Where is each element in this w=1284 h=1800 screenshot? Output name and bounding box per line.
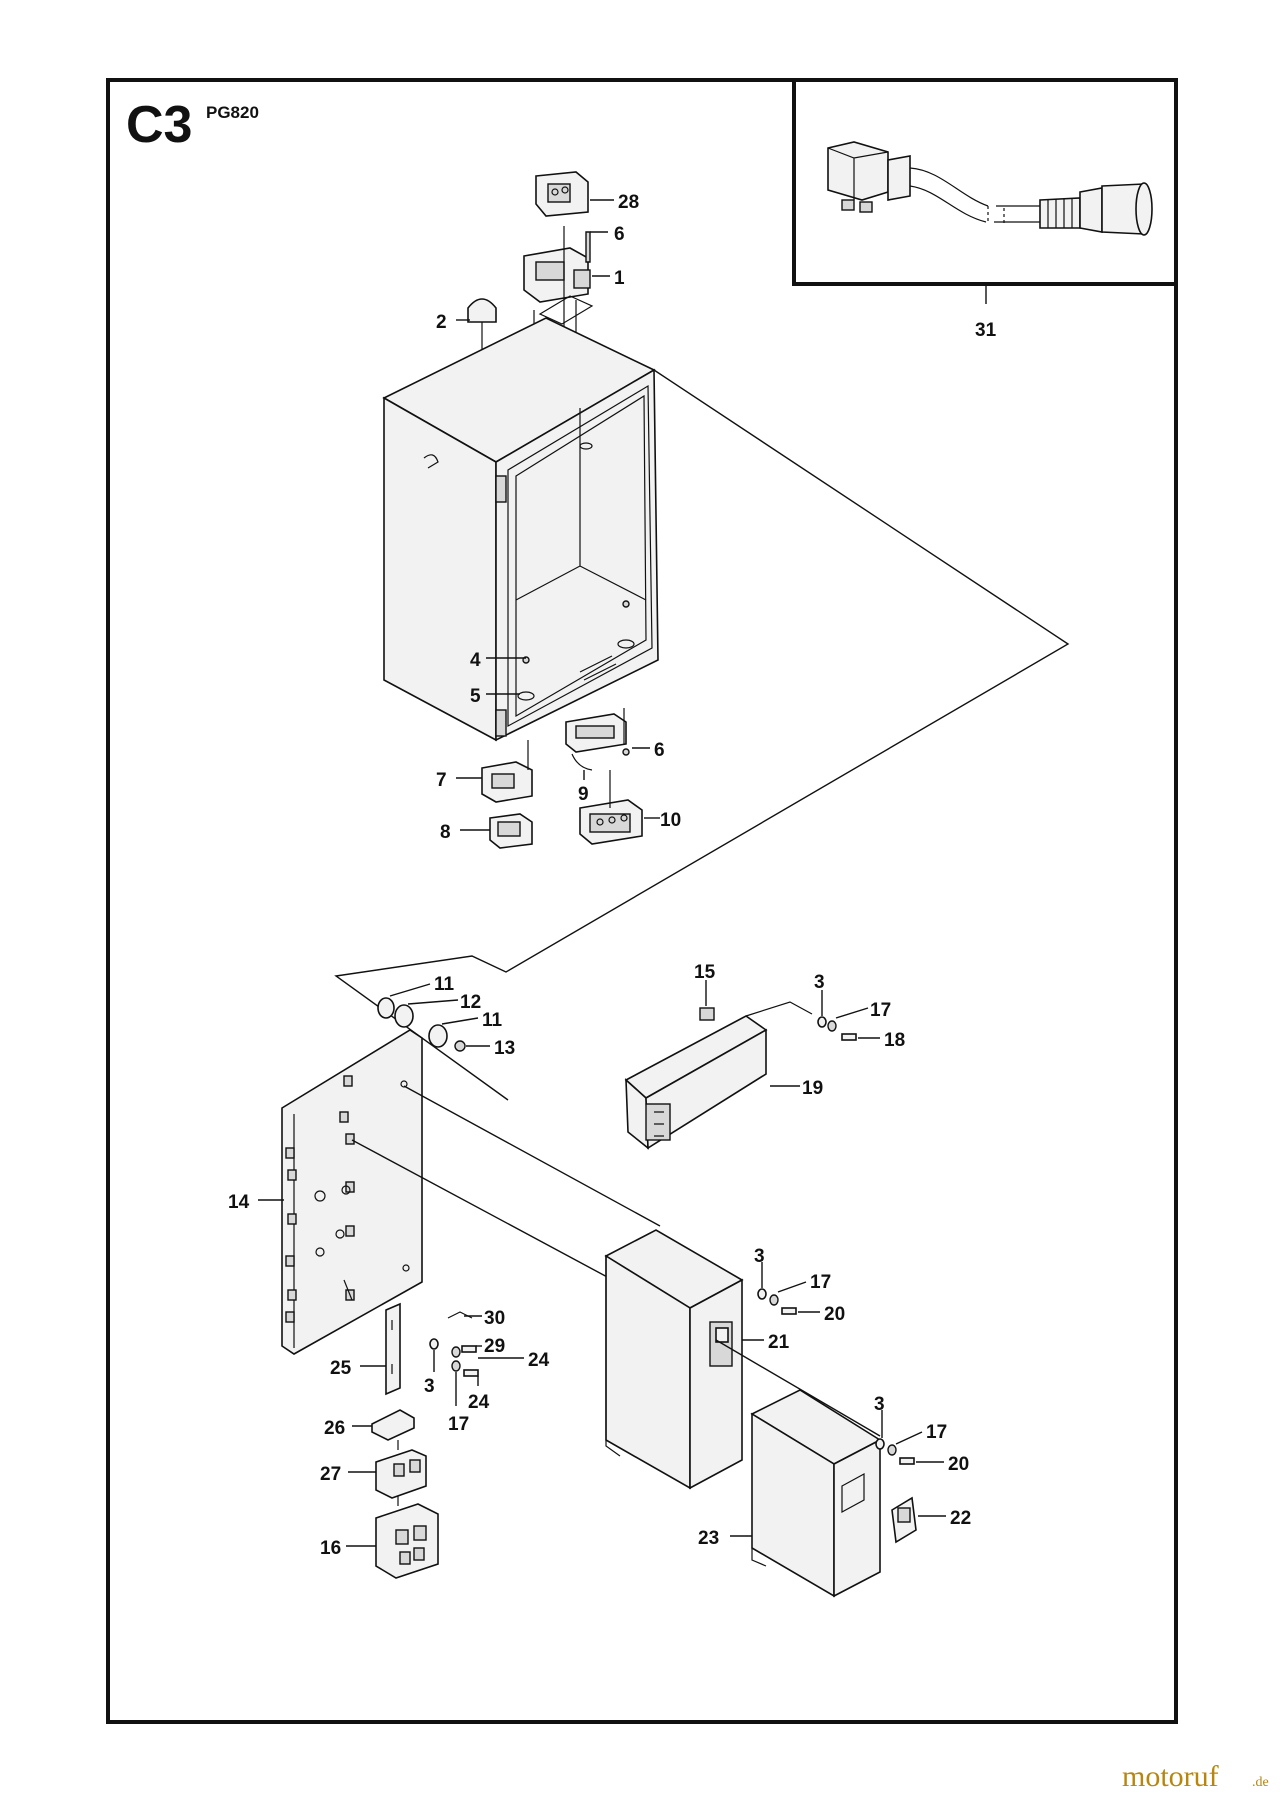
section-title: C3 xyxy=(126,96,192,154)
part-label-3-filter: 3 xyxy=(814,972,825,993)
part-label-2: 2 xyxy=(436,312,447,333)
inverter-to-cover-line xyxy=(715,1339,881,1437)
part-label-30: 30 xyxy=(484,1308,505,1329)
part-label-13: 13 xyxy=(494,1038,515,1059)
part-label-15: 15 xyxy=(694,962,716,983)
terminal-block-drawing xyxy=(375,1449,427,1499)
contactor-drawing xyxy=(375,1440,439,1579)
inset-frame xyxy=(792,78,1178,286)
part-label-7: 7 xyxy=(436,770,447,791)
part-label-17-inverter: 17 xyxy=(810,1272,831,1293)
part-label-24-a: 24 xyxy=(528,1350,550,1371)
mounting-plate-drawing xyxy=(281,1029,423,1355)
end-stop-drawing xyxy=(371,1409,415,1441)
part-label-11-a: 11 xyxy=(434,974,455,995)
part-label-6-bottom: 6 xyxy=(654,740,665,761)
inverter-drawing xyxy=(604,1229,744,1490)
part-label-19: 19 xyxy=(802,1078,823,1099)
part-label-9: 9 xyxy=(578,784,589,805)
part-label-29: 29 xyxy=(484,1336,505,1357)
part-label-24-b: 24 xyxy=(468,1392,490,1413)
part-label-17-cover: 17 xyxy=(926,1422,947,1443)
watermark-tld: .de xyxy=(1252,1775,1269,1790)
outer-frame xyxy=(106,78,1178,1724)
part-label-26: 26 xyxy=(324,1418,345,1439)
watermark-brand: motoruf xyxy=(1122,1760,1219,1793)
part-label-20-cover: 20 xyxy=(948,1454,969,1475)
part-label-22: 22 xyxy=(950,1508,971,1529)
part-label-11-b: 11 xyxy=(482,1010,503,1031)
part-label-8: 8 xyxy=(440,822,451,843)
part-label-12: 12 xyxy=(460,992,481,1013)
cable-assembly-drawing xyxy=(827,141,1153,236)
din-rail-drawing xyxy=(385,1302,479,1396)
part-label-4: 4 xyxy=(470,650,481,671)
part-label-1: 1 xyxy=(614,268,625,289)
model-code: PG820 xyxy=(206,103,259,122)
part-label-28: 28 xyxy=(618,192,639,213)
part-label-17-rail: 17 xyxy=(448,1414,469,1435)
filter-fasteners-drawing xyxy=(817,1016,857,1041)
part-label-20-inverter: 20 xyxy=(824,1304,845,1325)
bottom-connectors-drawing xyxy=(481,708,643,849)
part-label-21: 21 xyxy=(768,1332,790,1353)
part-label-18: 18 xyxy=(884,1030,905,1051)
part-label-5: 5 xyxy=(470,686,481,707)
part-label-3-inverter: 3 xyxy=(754,1246,765,1267)
part-label-31: 31 xyxy=(975,320,997,341)
part-label-17-filter: 17 xyxy=(870,1000,891,1021)
keypad-drawing xyxy=(891,1496,917,1544)
part-label-14: 14 xyxy=(228,1192,250,1213)
washers-drawing xyxy=(377,997,466,1052)
part-label-10: 10 xyxy=(660,810,681,831)
top-connector-drawing xyxy=(467,171,591,375)
inverter-fasteners-drawing xyxy=(757,1288,797,1315)
part-label-16: 16 xyxy=(320,1538,341,1559)
cabinet-drawing xyxy=(382,295,659,742)
assembly-guide-line xyxy=(334,369,1070,1101)
filter-drawing xyxy=(624,1001,813,1150)
part-label-3-rail: 3 xyxy=(424,1376,435,1397)
part-label-3-cover: 3 xyxy=(874,1394,885,1415)
cover-drawing xyxy=(750,1389,882,1598)
part-label-27: 27 xyxy=(320,1464,341,1485)
cover-fasteners-drawing xyxy=(875,1438,915,1465)
part-label-25: 25 xyxy=(330,1358,352,1379)
part-label-6-top: 6 xyxy=(614,224,625,245)
part-label-23: 23 xyxy=(698,1528,719,1549)
